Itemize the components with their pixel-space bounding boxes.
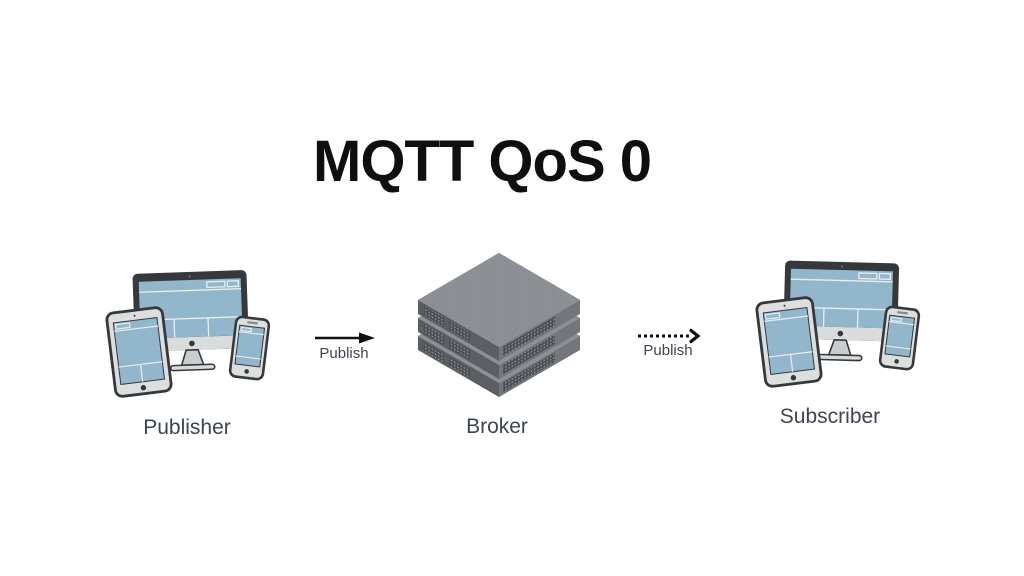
node-label-broker: Broker: [466, 415, 528, 438]
tablet-icon: [105, 306, 173, 398]
tablet-icon: [755, 296, 823, 388]
smartphone-icon: [878, 305, 921, 371]
node-label-publisher: Publisher: [143, 416, 231, 439]
server-stack-icon: [417, 252, 581, 397]
arrow-publisher-to-broker: [315, 332, 375, 344]
arrow-broker-to-subscriber: [638, 328, 701, 344]
node-label-subscriber: Subscriber: [779, 405, 881, 428]
smartphone-icon: [228, 315, 271, 381]
subscriber-devices-icon: [755, 260, 921, 388]
arrow-label-publish-1: Publish: [319, 345, 369, 362]
publisher-devices-icon: [105, 270, 271, 398]
diagram-title: MQTT QoS 0: [313, 129, 652, 194]
server-unit-top: [417, 252, 581, 361]
arrow-label-publish-2: Publish: [643, 342, 693, 359]
